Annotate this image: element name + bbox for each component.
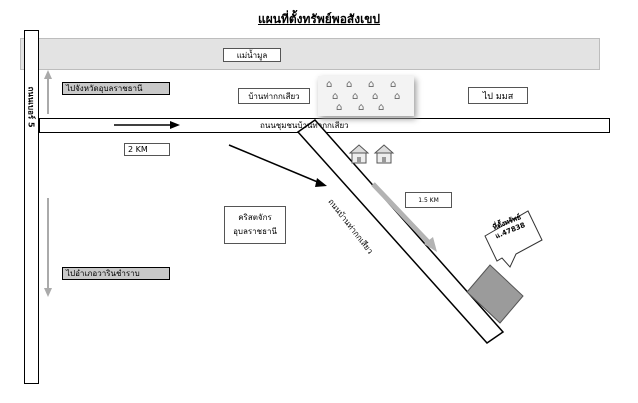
arrow-gray-diagonal [371,182,432,246]
church-label: คริสตจักร อุบลราชธานี [224,206,286,244]
arrow-southeast-head [315,178,327,187]
distance-main: 2 KM [124,143,170,156]
village-label: บ้านท่ากกเสียว [238,88,310,104]
house-cluster-icon: ⌂ ⌂ ⌂ ⌂ ⌂ ⌂ ⌂ ⌂ ⌂ ⌂ ⌂ [318,76,414,116]
house-icon [348,144,395,164]
horizontal-road-label: ถนนชุมชนบ้านท่ากกเสียว [260,121,349,130]
diagonal-road [296,119,505,344]
to-province-label: ไปจังหวัดอุบลราชธานี [62,82,170,95]
arrow-up-gray-head [44,70,52,79]
page-title: แผนที่ตั้งทรัพย์พอสังเขป [257,12,381,26]
distance-branch: 1.5 KM [405,192,452,208]
arrow-down-gray-head [44,288,52,297]
to-msu-label: ไป มมส [468,87,528,104]
plot-callout [484,210,543,268]
arrow-east-head [170,121,180,129]
river-label: แม่น้ำมูล [223,48,281,62]
arrow-southeast [228,144,321,184]
arrow-gray-diagonal-head [424,237,437,252]
to-district-label: ไปอำเภอวารินชำราบ [62,267,170,280]
plot-square [466,264,524,324]
vertical-road-label: ถนนเบอร์ 5 [26,86,36,128]
river-band [20,38,600,70]
vertical-road [24,30,39,384]
